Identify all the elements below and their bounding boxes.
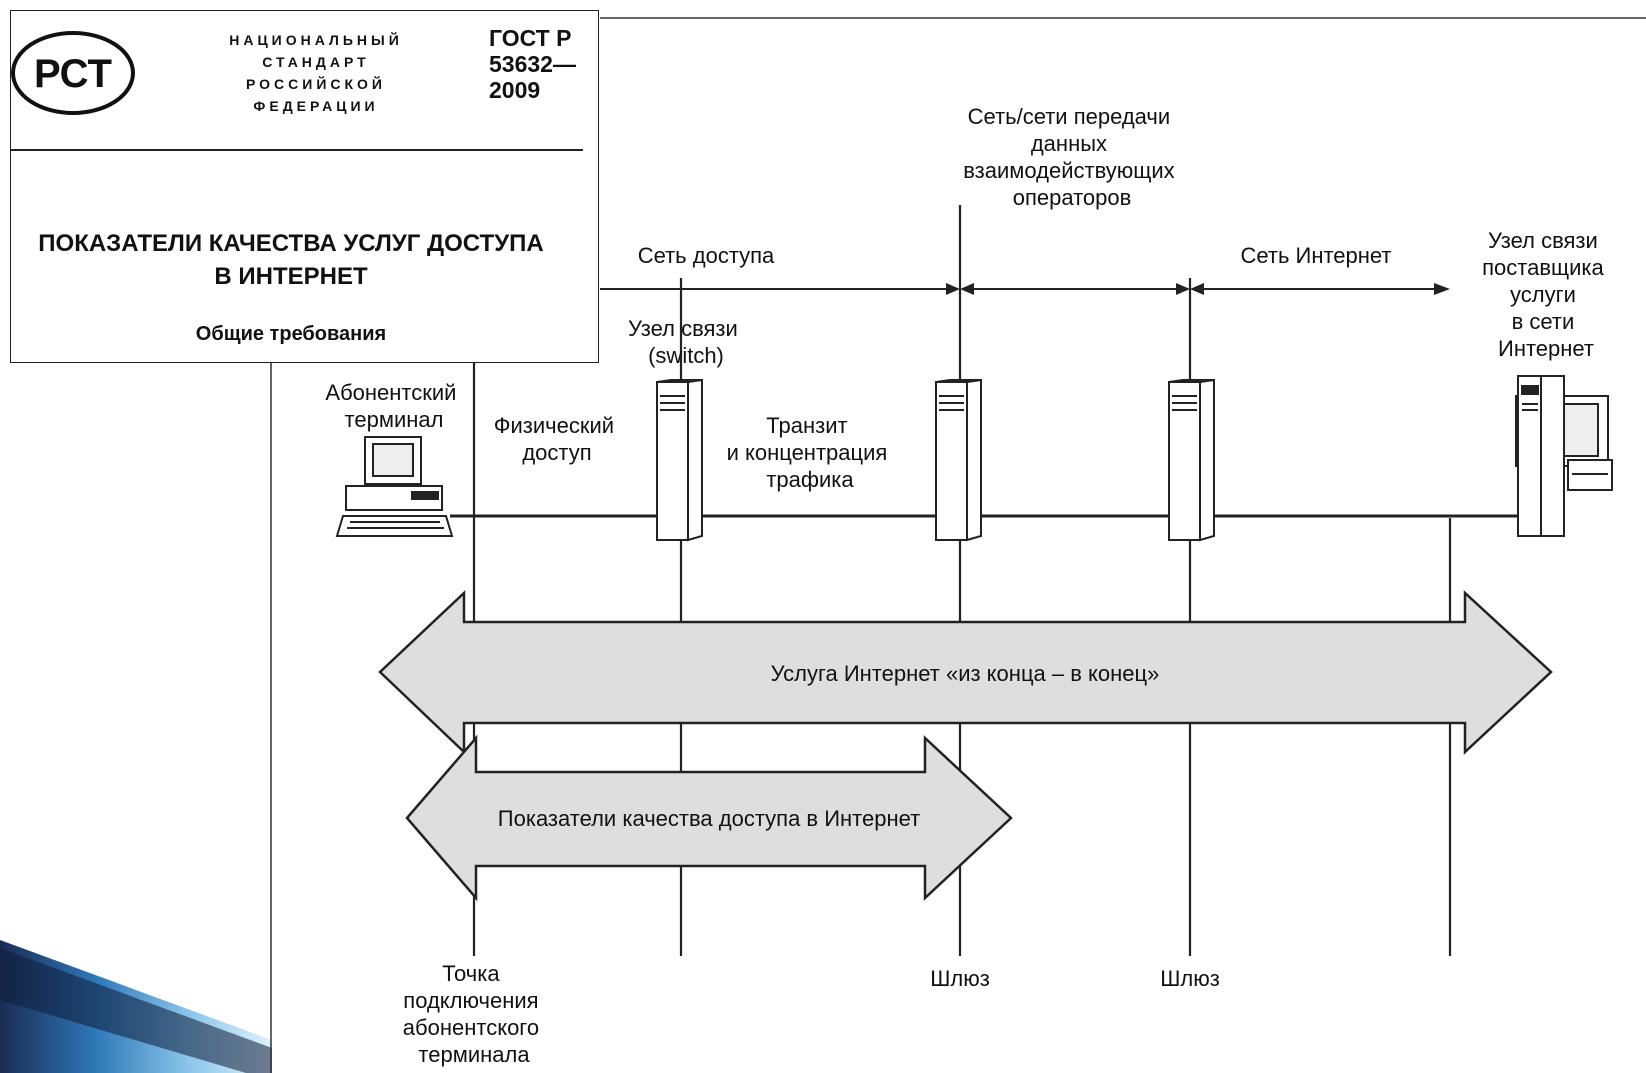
standard-line: НАЦИОНАЛЬНЫЙ [201, 29, 431, 51]
connection-point-label: Точка подключения абонентского терминала [403, 961, 545, 1067]
standard-line: СТАНДАРТ [201, 51, 431, 73]
gost-number: ГОСТ Р 53632— 2009 [489, 25, 576, 103]
end-to-end-label: Услуга Интернет «из конца – в конец» [771, 661, 1160, 686]
gost-number-line: 53632— [489, 51, 576, 77]
standard-line: РОССИЙСКОЙ [201, 73, 431, 95]
gateway-1-label: Шлюз [930, 966, 990, 991]
gost-title-card: РСТ НАЦИОНАЛЬНЫЙ СТАНДАРТ РОССИЙСКОЙ ФЕД… [10, 10, 599, 363]
title-divider [11, 149, 583, 151]
computer-icon [337, 437, 452, 536]
operators-network-label: Сеть/сети передачи данных взаимодействую… [963, 104, 1181, 210]
document-title-line: В ИНТЕРНЕТ [11, 260, 571, 293]
document-subtitle: Общие требования [11, 323, 571, 346]
document-title-line: ПОКАЗАТЕЛИ КАЧЕСТВА УСЛУГ ДОСТУПА [11, 227, 571, 260]
provider-node-label: Узел связи поставщика услуги в сети Инте… [1482, 228, 1610, 361]
gost-number-line: 2009 [489, 77, 576, 103]
standard-line: ФЕДЕРАЦИИ [201, 95, 431, 117]
subscriber-terminal-label: Абонентский терминал [325, 380, 462, 432]
access-network-label: Сеть доступа [638, 243, 775, 268]
access-quality-label: Показатели качества доступа в Интернет [498, 806, 920, 831]
server-icon-gateway-2 [1169, 380, 1214, 540]
document-title: ПОКАЗАТЕЛИ КАЧЕСТВА УСЛУГ ДОСТУПА В ИНТЕ… [11, 227, 571, 293]
switch-node-label: Узел связи (switch) [628, 316, 744, 368]
transit-label: Транзит и концентрация трафика [727, 413, 894, 492]
national-standard-heading: НАЦИОНАЛЬНЫЙ СТАНДАРТ РОССИЙСКОЙ ФЕДЕРАЦ… [201, 29, 431, 117]
server-icon-provider [1516, 376, 1612, 536]
server-icon-gateway-1 [936, 380, 981, 540]
server-icon-switch [657, 380, 702, 540]
rst-logo: РСТ [11, 25, 141, 121]
gateway-2-label: Шлюз [1160, 966, 1220, 991]
physical-access-label: Физический доступ [494, 413, 620, 465]
internet-network-label: Сеть Интернет [1240, 243, 1391, 268]
gost-number-line: ГОСТ Р [489, 25, 576, 51]
rst-logo-text: РСТ [34, 52, 112, 96]
